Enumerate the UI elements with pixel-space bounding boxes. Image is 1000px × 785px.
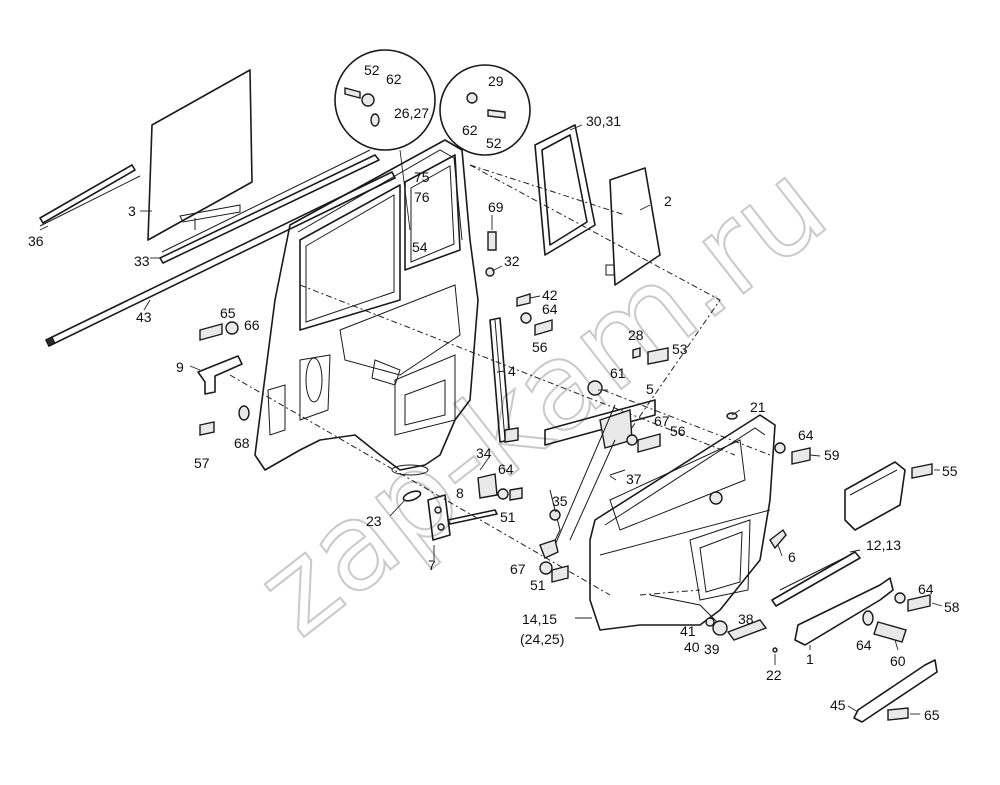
callout-45: 45 <box>830 697 846 713</box>
callout-29: 29 <box>488 73 504 89</box>
callout-21: 21 <box>750 399 766 415</box>
window-regulator <box>539 399 656 559</box>
callout-36: 36 <box>28 233 44 249</box>
callout-64: 64 <box>856 637 872 653</box>
inset-detail-right <box>439 64 531 156</box>
assembly-lines <box>229 164 771 596</box>
callout-7: 7 <box>428 557 436 573</box>
callout-38: 38 <box>738 611 754 627</box>
door-trim-panel <box>589 414 776 631</box>
inset-detail-left <box>334 49 436 231</box>
callout-33: 33 <box>134 253 150 269</box>
callout-30-31: 30,31 <box>586 113 621 129</box>
run-channel-4 <box>489 317 519 443</box>
callout-61: 61 <box>610 365 626 381</box>
callout-40: 40 <box>684 639 700 655</box>
door-handle-9 <box>197 355 243 395</box>
glass-run-seal-36 <box>39 164 141 227</box>
callout-4: 4 <box>508 363 516 379</box>
callout-51: 51 <box>500 509 516 525</box>
door-pocket-55 <box>844 461 906 531</box>
callout-60: 60 <box>890 653 906 669</box>
callout-57: 57 <box>194 455 210 471</box>
outer-belt-strip-33 <box>159 149 380 264</box>
callout-9: 9 <box>176 359 184 375</box>
callout-53: 53 <box>672 341 688 357</box>
callout-52: 52 <box>364 62 380 78</box>
leader-lines <box>39 124 943 715</box>
rubber-bumper-23 <box>402 490 422 502</box>
fasteners <box>199 231 933 721</box>
door-shell <box>254 139 479 476</box>
callout-24-25: (24,25) <box>520 631 564 647</box>
callout-62: 62 <box>386 71 402 87</box>
armrest-1 <box>794 577 894 646</box>
callout-5: 5 <box>646 381 654 397</box>
callout-67: 67 <box>654 413 670 429</box>
callout-37: 37 <box>626 471 642 487</box>
callout-22: 22 <box>766 667 782 683</box>
trim-strip-12-13 <box>771 551 861 607</box>
callout-43: 43 <box>136 309 152 325</box>
callout-6: 6 <box>788 549 796 565</box>
callout-2: 2 <box>664 193 672 209</box>
callout-23: 23 <box>366 513 382 529</box>
lock-bracket-8 <box>477 473 498 499</box>
callout-62: 62 <box>462 122 478 138</box>
door-lock-7 <box>427 494 498 541</box>
callout-64: 64 <box>918 581 934 597</box>
callout-64: 64 <box>798 427 814 443</box>
callout-52: 52 <box>486 135 502 151</box>
callout-59: 59 <box>824 447 840 463</box>
callout-75: 75 <box>414 169 430 185</box>
callout-56: 56 <box>670 423 686 439</box>
belt-seal-43 <box>45 171 396 347</box>
callout-55: 55 <box>942 463 958 479</box>
callout-labels: 52 62 26,27 29 62 52 30,31 75 76 54 69 3… <box>28 62 960 723</box>
callout-56: 56 <box>532 339 548 355</box>
callout-34: 34 <box>476 445 492 461</box>
callout-69: 69 <box>488 199 504 215</box>
callout-51: 51 <box>530 577 546 593</box>
callout-28: 28 <box>628 327 644 343</box>
callout-35: 35 <box>552 493 568 509</box>
callout-64: 64 <box>542 301 558 317</box>
callout-3: 3 <box>128 203 136 219</box>
callout-67: 67 <box>510 561 526 577</box>
callout-65: 65 <box>220 305 236 321</box>
callout-1: 1 <box>806 651 814 667</box>
grab-handle-45 <box>853 659 938 723</box>
vent-window-seal <box>534 124 596 256</box>
callout-39: 39 <box>704 641 720 657</box>
callout-64: 64 <box>498 461 514 477</box>
callout-58: 58 <box>944 599 960 615</box>
vent-window-glass-2 <box>605 167 661 286</box>
callout-26-27: 26,27 <box>394 105 429 121</box>
callout-76: 76 <box>414 189 430 205</box>
callout-41: 41 <box>680 623 696 639</box>
callout-68: 68 <box>234 435 250 451</box>
callout-65: 65 <box>924 707 940 723</box>
window-glass <box>147 69 253 241</box>
callout-54: 54 <box>412 239 428 255</box>
callout-42: 42 <box>542 287 558 303</box>
callout-66: 66 <box>244 317 260 333</box>
callout-8: 8 <box>456 485 464 501</box>
callout-14-15: 14,15 <box>522 611 557 627</box>
callout-32: 32 <box>504 253 520 269</box>
callout-12-13: 12,13 <box>866 537 901 553</box>
